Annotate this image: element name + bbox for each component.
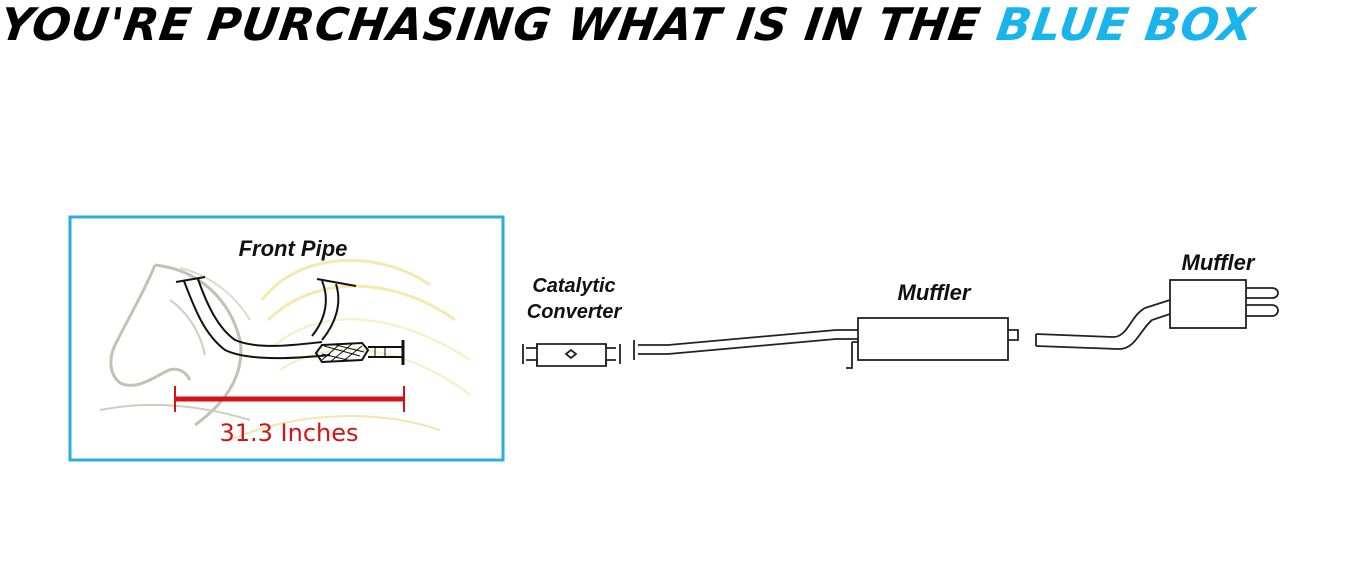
rear-muffler-label: Muffler: [1182, 250, 1256, 275]
catalytic-converter-label-line2: Converter: [527, 301, 623, 323]
front-pipe-drawing: [175, 276, 405, 365]
measurement-label: 31.3 Inches: [219, 419, 358, 447]
front-pipe-label: Front Pipe: [239, 236, 348, 261]
rear-muffler-drawing: [1035, 279, 1279, 350]
center-muffler-drawing: [633, 317, 1019, 369]
catalytic-converter-drawing: [522, 343, 621, 367]
dimension-line: [174, 386, 405, 412]
center-muffler-label: Muffler: [898, 280, 972, 305]
catalytic-converter-label-line1: Catalytic: [532, 275, 615, 297]
